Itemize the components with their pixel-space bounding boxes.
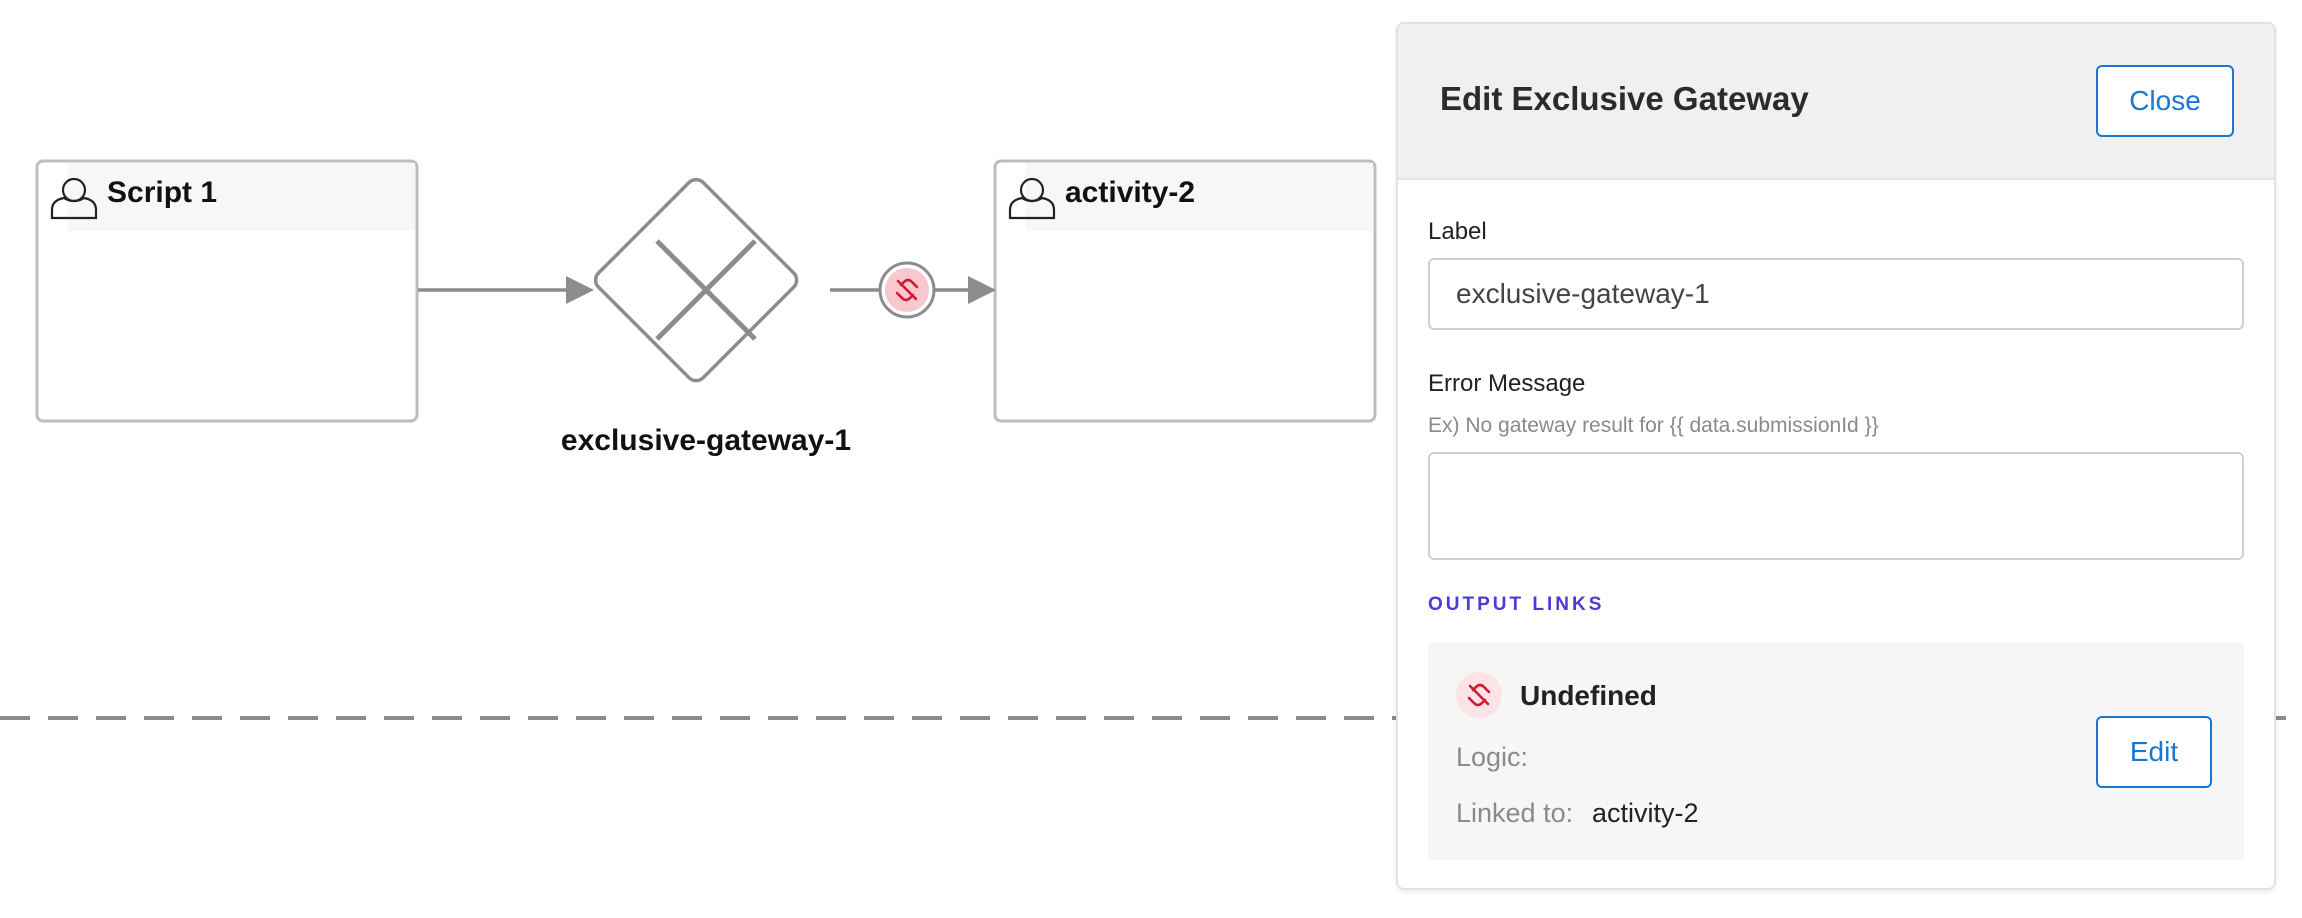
logic-label: Logic: bbox=[1456, 742, 1529, 772]
panel-header: Edit Exclusive Gateway Close bbox=[1398, 24, 2274, 180]
edge-script1-to-gateway[interactable] bbox=[418, 276, 594, 304]
label-input[interactable]: exclusive-gateway-1 bbox=[1428, 258, 2244, 330]
node-script-1[interactable] bbox=[35, 159, 419, 423]
user-icon bbox=[50, 177, 98, 220]
close-x-icon bbox=[655, 239, 757, 341]
edit-gateway-panel: Edit Exclusive Gateway Close Label exclu… bbox=[1396, 22, 2276, 890]
edit-link-button[interactable]: Edit bbox=[2096, 716, 2212, 788]
linked-to-label: Linked to: bbox=[1456, 798, 1574, 828]
panel-title: Edit Exclusive Gateway bbox=[1440, 80, 1809, 117]
edge-gateway-to-activity-2[interactable] bbox=[830, 276, 996, 304]
gateway-label: exclusive-gateway-1 bbox=[560, 424, 852, 457]
output-links-heading: OUTPUT LINKS bbox=[1428, 594, 1605, 615]
close-button[interactable]: Close bbox=[2096, 65, 2234, 137]
label-field-label: Label bbox=[1428, 218, 1487, 245]
broken-link-icon[interactable] bbox=[878, 261, 936, 319]
error-message-label: Error Message bbox=[1428, 370, 1586, 397]
user-icon bbox=[1008, 177, 1056, 220]
node-activity-2[interactable] bbox=[993, 159, 1377, 423]
output-link-card: Undefined Logic: Linked to: activity-2 E… bbox=[1428, 642, 2244, 860]
linked-to-value: activity-2 bbox=[1592, 798, 1699, 828]
node-title-script-1: Script 1 bbox=[107, 176, 218, 209]
broken-link-icon bbox=[1456, 672, 1502, 718]
node-title-activity-2: activity-2 bbox=[1065, 176, 1196, 209]
error-message-hint: Ex) No gateway result for {{ data.submis… bbox=[1428, 414, 1879, 437]
output-link-name: Undefined bbox=[1520, 680, 1657, 711]
error-message-input[interactable] bbox=[1428, 452, 2244, 560]
